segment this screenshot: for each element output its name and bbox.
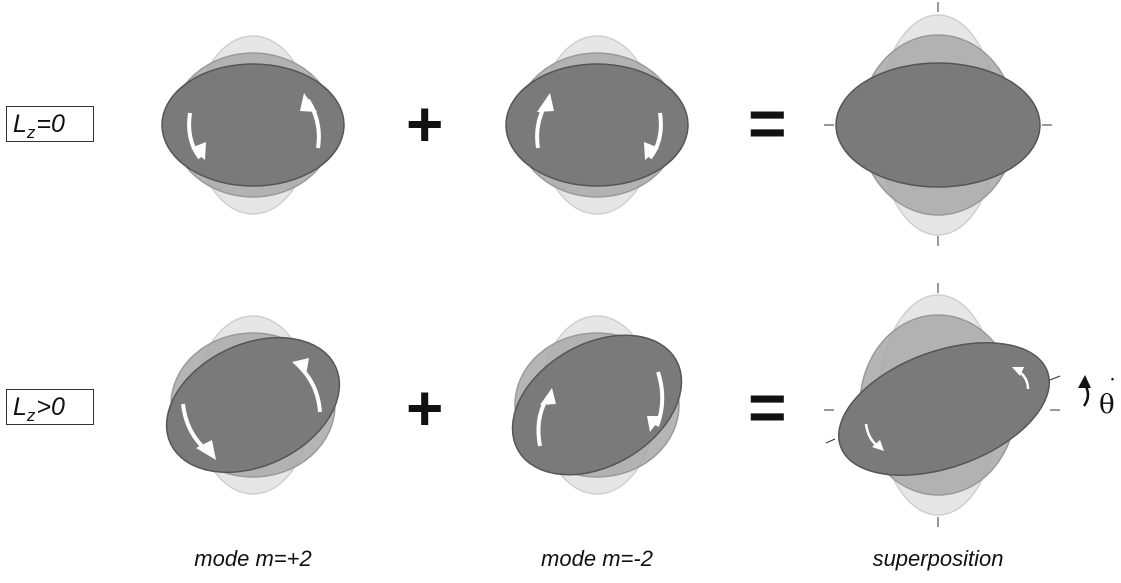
theta-dot-mark: ˙ [1107, 376, 1118, 401]
caption-mode-plus2: mode m=+2 [194, 546, 312, 571]
small-arrowhead-right [1012, 367, 1024, 376]
mode-plus2-row1 [161, 35, 345, 215]
rotated-tick-left [825, 438, 836, 444]
superposition-ellipse [835, 62, 1041, 188]
theta-dot-arrowhead [1078, 375, 1091, 388]
rotation-arrow-right [648, 112, 663, 160]
rotation-arrow-left [187, 112, 202, 160]
theta-symbol: θ [1099, 390, 1115, 420]
theta-dot-label: ˙θ [1099, 376, 1118, 420]
equals-operator-row2: = [748, 370, 787, 444]
label-L: L [13, 110, 27, 138]
caption-mode-minus2: mode m=-2 [541, 546, 653, 571]
arrowhead-right [647, 416, 662, 432]
arrowhead-right [292, 358, 309, 375]
plus-operator-row2: + [406, 372, 444, 444]
arrowhead-right [300, 93, 317, 112]
mode-minus2-row1 [505, 35, 689, 215]
rotation-arrow-right [655, 371, 665, 427]
row-label-lz-positive: Lz>0 [6, 389, 94, 425]
caption-superposition: superposition [872, 546, 1004, 571]
mode-ellipse [165, 336, 341, 474]
row-label-lz-zero: Lz=0 [6, 106, 94, 142]
superposition-ellipse [837, 342, 1051, 476]
label-condition: >0 [36, 393, 65, 421]
equals-operator-row1: = [748, 86, 787, 160]
arrowhead-left [196, 440, 216, 460]
arrowhead-left [537, 93, 554, 112]
label-subscript: z [26, 123, 36, 142]
mode-ellipse [161, 63, 345, 187]
label-condition: =0 [36, 110, 65, 138]
mode-ellipse [511, 334, 683, 476]
arrowhead-left [191, 142, 206, 160]
superposition-row1 [824, 2, 1052, 246]
label-subscript: z [26, 406, 36, 425]
arrowhead-right [644, 142, 659, 160]
arrowhead-left [540, 388, 556, 405]
plus-operator-row1: + [406, 88, 444, 160]
mode-plus2-row2 [165, 315, 341, 495]
rotated-tick-right [1049, 375, 1061, 381]
small-arrowhead-left [872, 440, 884, 451]
mode-ellipse [505, 63, 689, 187]
superposition-row2 [824, 283, 1091, 527]
mode-minus2-row2 [511, 315, 683, 495]
label-L: L [13, 393, 27, 421]
